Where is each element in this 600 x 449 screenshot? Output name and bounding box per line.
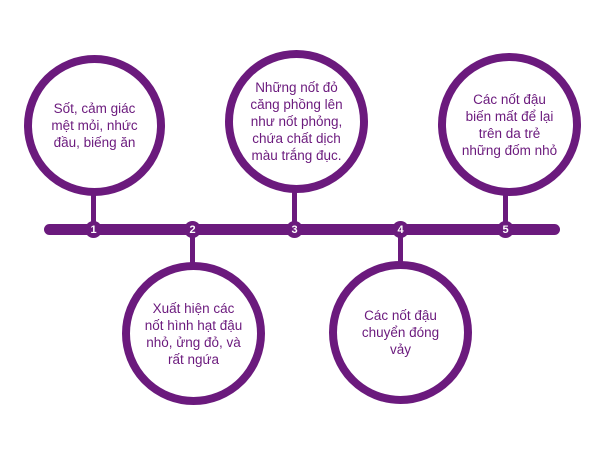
stage-2-node: 2 [184, 221, 201, 238]
stage-5-node: 5 [497, 221, 514, 238]
stage-5-text: Các nốt đậu biến mất để lại trên da trẻ … [461, 91, 558, 158]
stage-2-number: 2 [189, 223, 196, 236]
stage-2-circle: Xuất hiện các nốt hình hạt đậu nhỏ, ửng … [122, 262, 265, 405]
stage-4-text: Các nốt đậu chuyển đóng vảy [361, 308, 440, 357]
stage-2-text: Xuất hiện các nốt hình hạt đậu nhỏ, ửng … [144, 300, 243, 367]
stage-4-stem [398, 232, 403, 280]
stage-3-text: Những nốt đỏ căng phồng lên như nốt phỏn… [250, 80, 343, 163]
stage-4-circle: Các nốt đậu chuyển đóng vảy [329, 261, 472, 404]
stage-1-number: 1 [90, 223, 97, 236]
stage-1-node: 1 [85, 221, 102, 238]
stage-1-circle: Sốt, cảm giác mệt mỏi, nhức đầu, biếng ă… [24, 55, 165, 196]
stage-5-number: 5 [502, 223, 509, 236]
stage-5-circle: Các nốt đậu biến mất để lại trên da trẻ … [438, 53, 581, 196]
stage-1-stem [91, 183, 96, 228]
stage-5-stem [503, 182, 508, 228]
stage-3-number: 3 [291, 223, 298, 236]
stage-3-circle: Những nốt đỏ căng phồng lên như nốt phỏn… [225, 50, 368, 193]
stage-1-text: Sốt, cảm giác mệt mỏi, nhức đầu, biếng ă… [51, 101, 138, 150]
stage-2-stem [190, 232, 195, 282]
stage-4-number: 4 [397, 223, 404, 236]
stage-3-node: 3 [286, 221, 303, 238]
stage-3-stem [292, 180, 297, 228]
stage-4-node: 4 [392, 221, 409, 238]
